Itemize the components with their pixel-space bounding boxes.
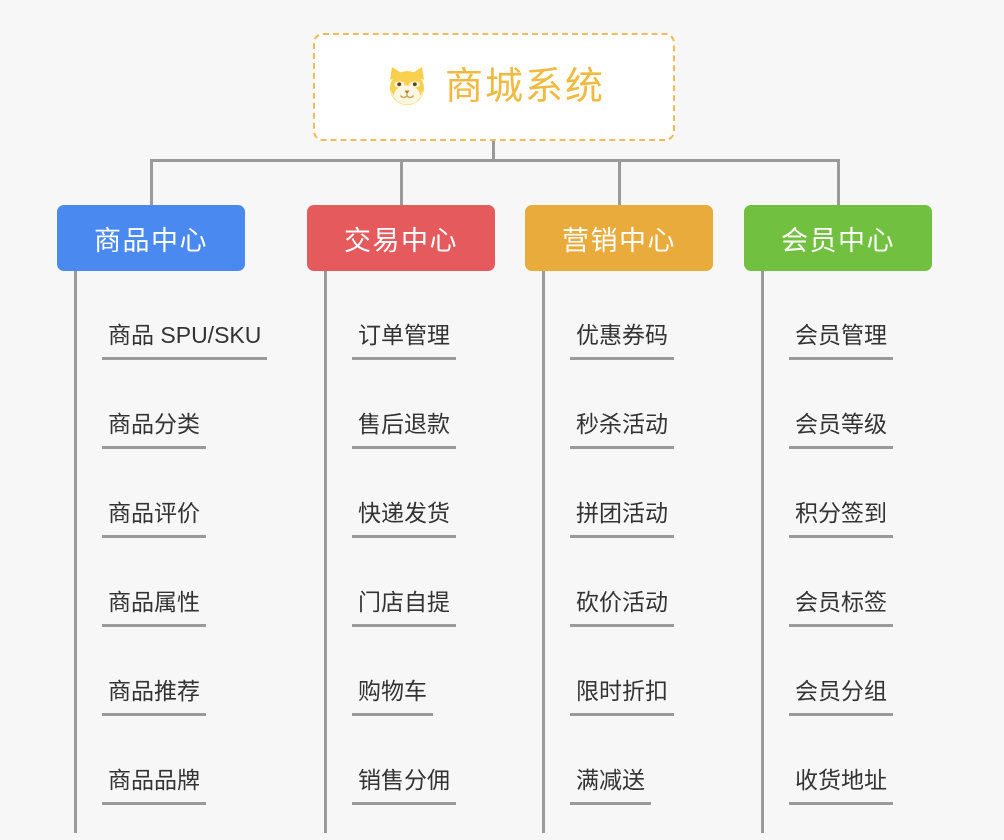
leaf-label: 积分签到	[789, 499, 893, 538]
list-item[interactable]: 商品品牌	[57, 716, 245, 805]
leaf-list-4: 会员管理 会员等级 积分签到 会员标签 会员分组 收货地址	[744, 271, 932, 805]
branch-header-1[interactable]: 商品中心	[57, 205, 245, 271]
branch-header-label-2: 交易中心	[344, 225, 458, 256]
branch-trunk-2	[324, 271, 327, 833]
leaf-label: 商品评价	[102, 499, 206, 538]
list-item[interactable]: 销售分佣	[307, 716, 495, 805]
branch-column-4: 会员中心 会员管理 会员等级 积分签到 会员标签 会员分组 收货地址	[744, 205, 932, 833]
list-item[interactable]: 限时折扣	[525, 627, 713, 716]
leaf-label: 收货地址	[789, 766, 893, 805]
root-node[interactable]: 商城系统	[313, 33, 675, 141]
leaf-list-3: 优惠券码 秒杀活动 拼团活动 砍价活动 限时折扣 满减送	[525, 271, 713, 805]
connector-drop-branch-3	[618, 159, 621, 205]
leaf-list-2: 订单管理 售后退款 快递发货 门店自提 购物车 销售分佣	[307, 271, 495, 805]
leaf-label: 快递发货	[352, 499, 456, 538]
leaf-label: 满减送	[570, 766, 651, 805]
leaf-label: 售后退款	[352, 410, 456, 449]
branch-trunk-1	[74, 271, 77, 833]
list-item[interactable]: 满减送	[525, 716, 713, 805]
list-item[interactable]: 订单管理	[307, 271, 495, 360]
connector-drop-branch-2	[400, 159, 403, 205]
list-item[interactable]: 购物车	[307, 627, 495, 716]
list-item[interactable]: 门店自提	[307, 538, 495, 627]
branch-column-2: 交易中心 订单管理 售后退款 快递发货 门店自提 购物车 销售分佣	[307, 205, 495, 833]
root-title: 商城系统	[444, 66, 605, 108]
list-item[interactable]: 会员管理	[744, 271, 932, 360]
leaf-label: 拼团活动	[570, 499, 674, 538]
leaf-label: 优惠券码	[570, 321, 674, 360]
list-item[interactable]: 秒杀活动	[525, 360, 713, 449]
leaf-label: 商品品牌	[102, 766, 206, 805]
leaf-label: 商品推荐	[102, 677, 206, 716]
connector-horizontal-bus	[150, 159, 840, 162]
branch-trunk-4	[761, 271, 764, 833]
connector-root-drop	[492, 141, 495, 162]
list-item[interactable]: 商品属性	[57, 538, 245, 627]
leaf-label: 商品 SPU/SKU	[102, 321, 268, 360]
list-item[interactable]: 积分签到	[744, 449, 932, 538]
list-item[interactable]: 售后退款	[307, 360, 495, 449]
list-item[interactable]: 商品推荐	[57, 627, 245, 716]
connector-drop-branch-4	[837, 159, 840, 205]
leaf-label: 商品分类	[102, 410, 206, 449]
connector-drop-branch-1	[150, 159, 153, 205]
list-item[interactable]: 砍价活动	[525, 538, 713, 627]
shiba-dog-face-icon	[383, 63, 431, 111]
list-item[interactable]: 商品评价	[57, 449, 245, 538]
leaf-label: 会员管理	[789, 321, 893, 360]
list-item[interactable]: 会员分组	[744, 627, 932, 716]
leaf-label: 购物车	[352, 677, 433, 716]
list-item[interactable]: 快递发货	[307, 449, 495, 538]
list-item[interactable]: 商品 SPU/SKU	[57, 271, 268, 360]
branch-column-1: 商品中心 商品 SPU/SKU 商品分类 商品评价 商品属性 商品推荐 商品品牌	[57, 205, 268, 833]
leaf-list-1: 商品 SPU/SKU 商品分类 商品评价 商品属性 商品推荐 商品品牌	[57, 271, 268, 805]
leaf-label: 商品属性	[102, 588, 206, 627]
branch-header-label-1: 商品中心	[94, 225, 208, 256]
leaf-label: 会员分组	[789, 677, 893, 716]
list-item[interactable]: 商品分类	[57, 360, 245, 449]
leaf-label: 销售分佣	[352, 766, 456, 805]
list-item[interactable]: 优惠券码	[525, 271, 713, 360]
branch-header-label-4: 会员中心	[781, 225, 895, 256]
leaf-label: 秒杀活动	[570, 410, 674, 449]
leaf-label: 会员标签	[789, 588, 893, 627]
branch-trunk-3	[542, 271, 545, 833]
leaf-label: 会员等级	[789, 410, 893, 449]
branch-column-3: 营销中心 优惠券码 秒杀活动 拼团活动 砍价活动 限时折扣 满减送	[525, 205, 713, 833]
leaf-label: 限时折扣	[570, 677, 674, 716]
leaf-label: 砍价活动	[570, 588, 674, 627]
list-item[interactable]: 拼团活动	[525, 449, 713, 538]
list-item[interactable]: 会员标签	[744, 538, 932, 627]
branch-header-4[interactable]: 会员中心	[744, 205, 932, 271]
branch-header-2[interactable]: 交易中心	[307, 205, 495, 271]
list-item[interactable]: 收货地址	[744, 716, 932, 805]
leaf-label: 订单管理	[352, 321, 456, 360]
leaf-label: 门店自提	[352, 588, 456, 627]
list-item[interactable]: 会员等级	[744, 360, 932, 449]
branch-header-3[interactable]: 营销中心	[525, 205, 713, 271]
branch-header-label-3: 营销中心	[562, 225, 676, 256]
